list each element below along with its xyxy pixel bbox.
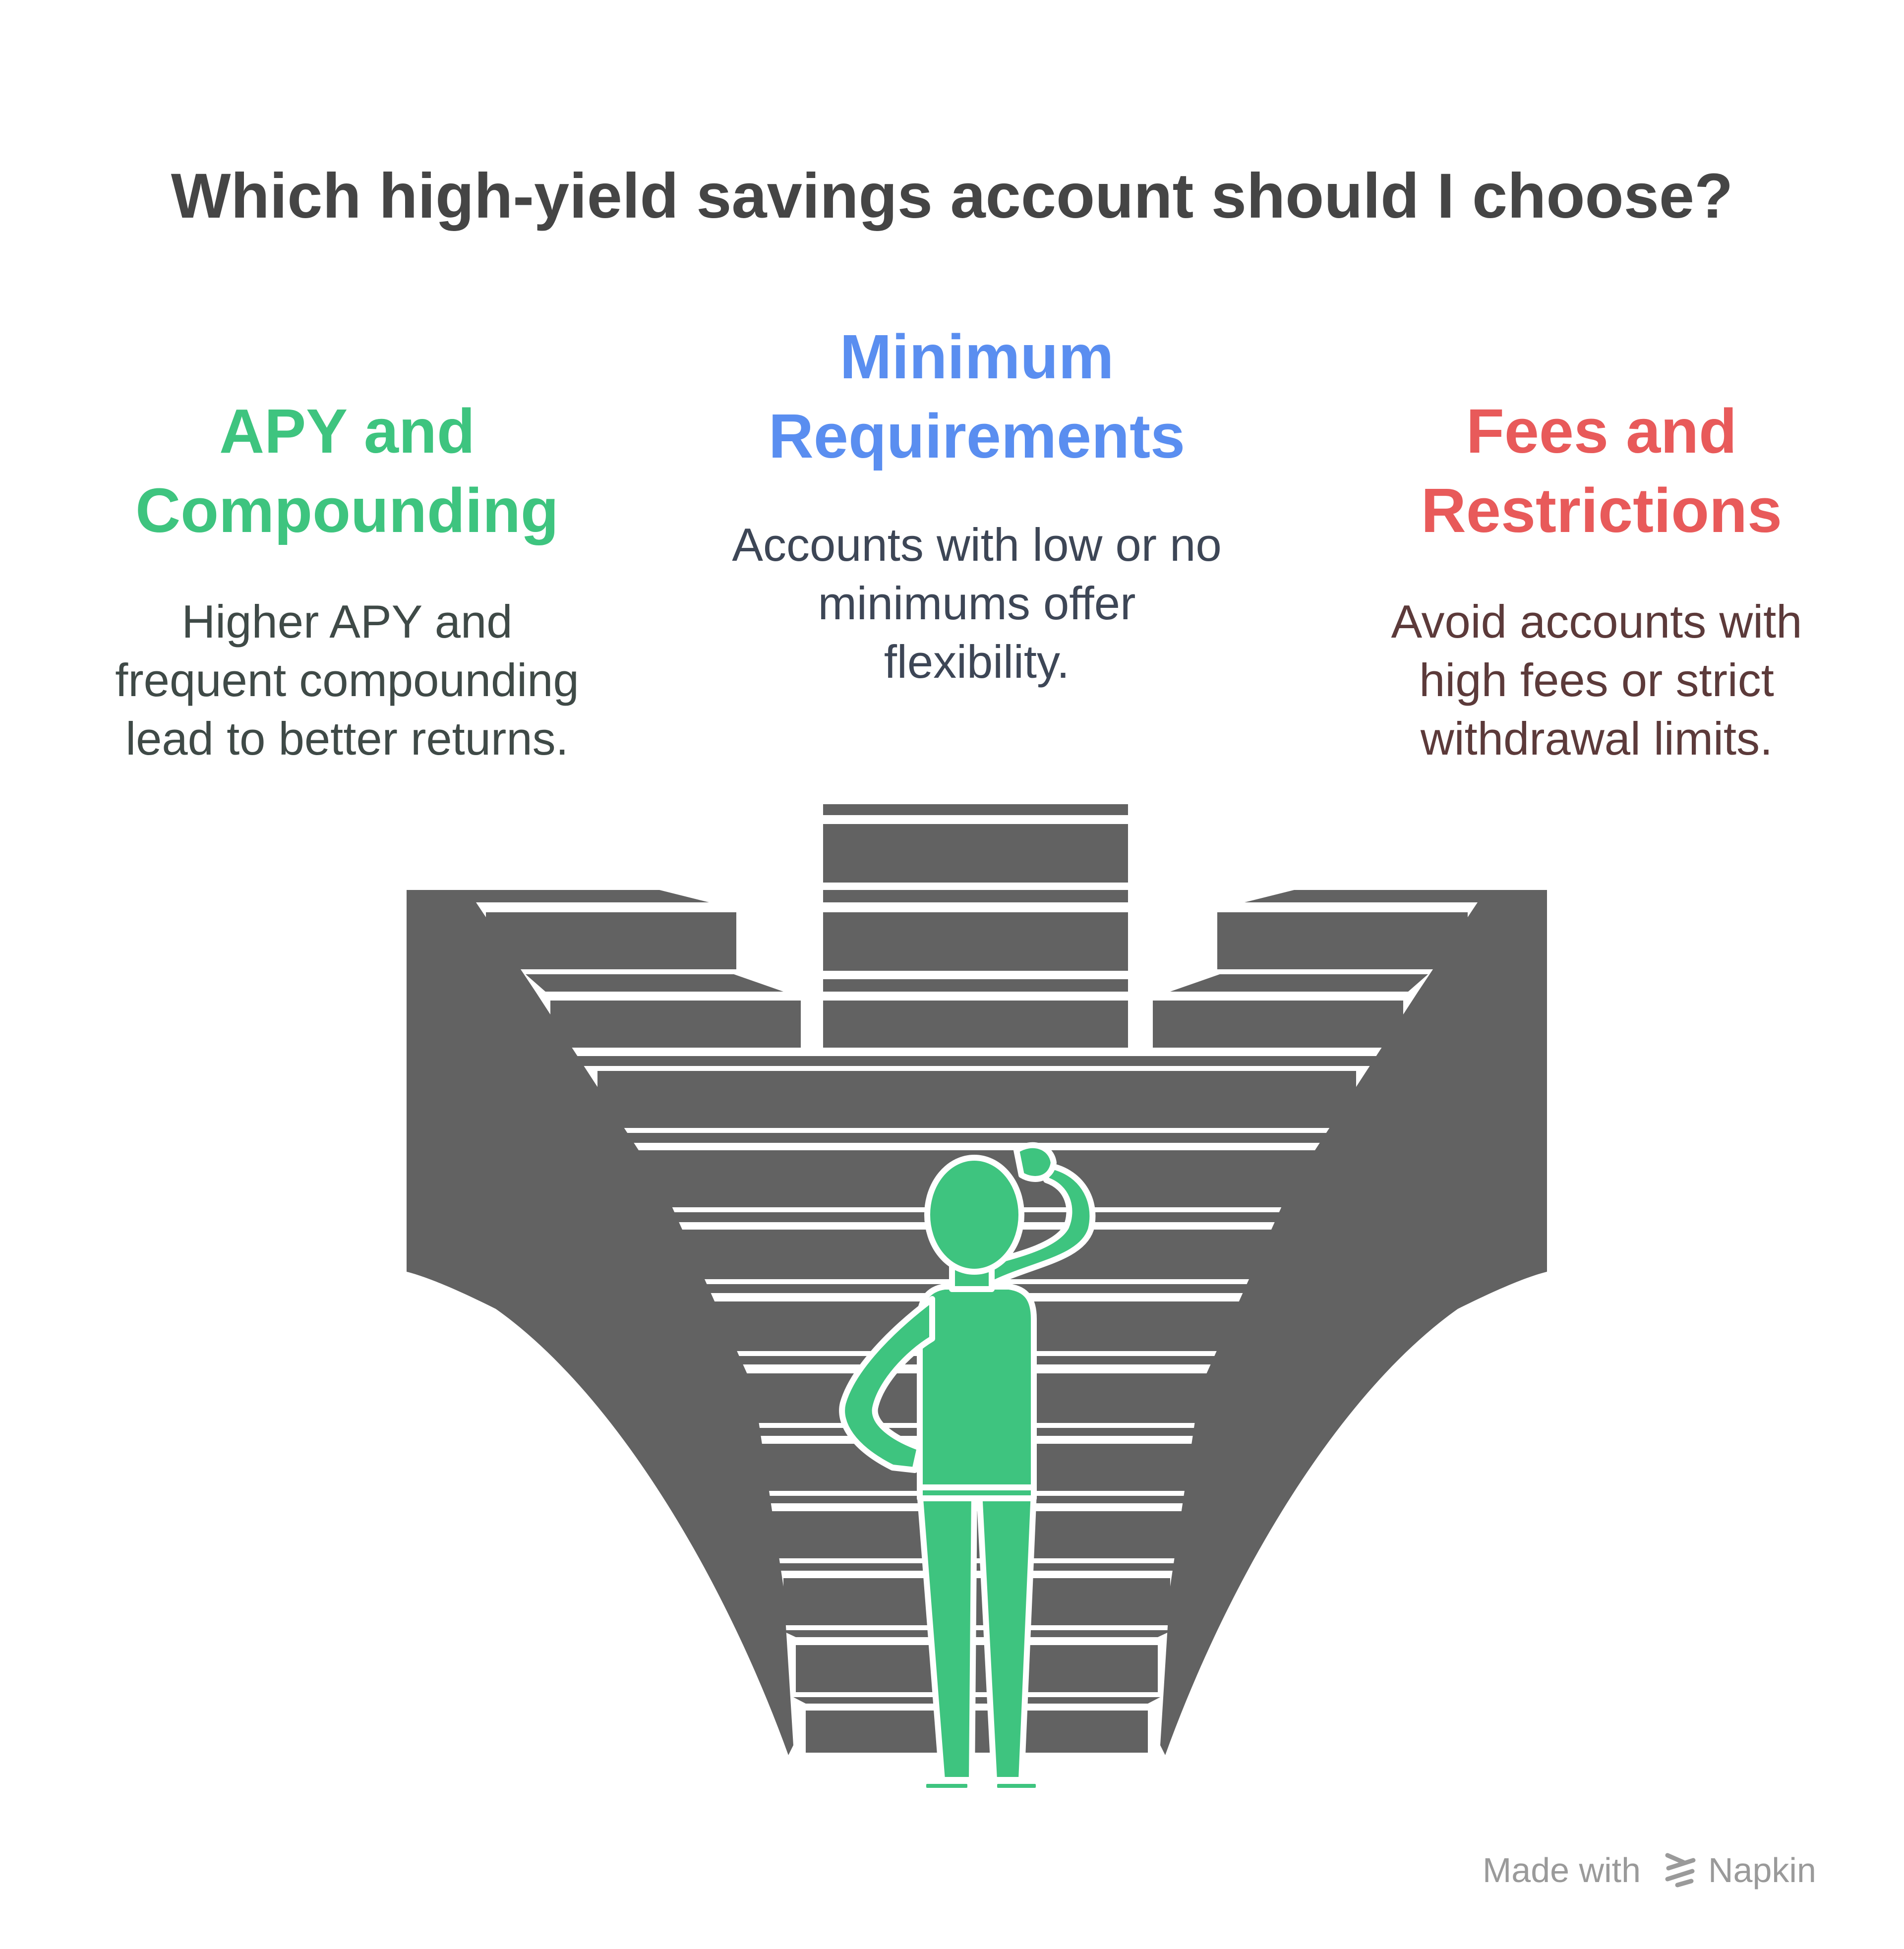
option-description-fees: Avoid accounts with high fees or strict … <box>1309 592 1884 768</box>
middle-branch-stairs <box>823 804 1128 1048</box>
diagram-title: Which high-yield savings account should … <box>171 161 1733 232</box>
option-heading-line: Fees and <box>1466 396 1737 466</box>
description-line: withdrawal limits. <box>1420 712 1773 765</box>
left-branch-stairs <box>407 890 801 1048</box>
option-heading-line: Requirements <box>768 401 1186 471</box>
option-heading-apy: APY and Compounding <box>99 392 595 550</box>
napkin-brand-text: Napkin <box>1708 1851 1816 1890</box>
description-line: Avoid accounts with <box>1391 595 1802 648</box>
description-line: minimums offer <box>818 577 1136 629</box>
description-line: flexibility. <box>884 636 1070 688</box>
option-heading-line: APY and <box>219 396 475 466</box>
made-with-napkin-footer: Made with Napkin <box>1483 1843 1859 1898</box>
thinking-person-figure <box>839 1142 1096 1794</box>
left-wall <box>407 890 793 1755</box>
right-wall <box>1160 890 1547 1755</box>
description-line: frequent compounding <box>115 654 579 706</box>
napkin-logo-icon <box>1665 1853 1696 1888</box>
description-line: high fees or strict <box>1419 654 1774 706</box>
option-heading-fees: Fees and Restrictions <box>1329 392 1874 550</box>
description-line: Accounts with low or no <box>732 519 1222 571</box>
option-heading-line: Minimum <box>839 322 1114 392</box>
option-heading-line: Compounding <box>135 475 559 545</box>
description-line: lead to better returns. <box>125 712 569 765</box>
description-line: Higher APY and <box>181 595 513 648</box>
option-heading-line: Restrictions <box>1421 475 1783 545</box>
right-branch-stairs <box>1153 890 1547 1048</box>
option-description-minimum: Accounts with low or no minimums offer f… <box>684 516 1269 691</box>
option-description-apy: Higher APY and frequent compounding lead… <box>60 592 635 768</box>
option-heading-minimum: Minimum Requirements <box>704 317 1250 476</box>
made-with-text: Made with <box>1483 1851 1641 1890</box>
